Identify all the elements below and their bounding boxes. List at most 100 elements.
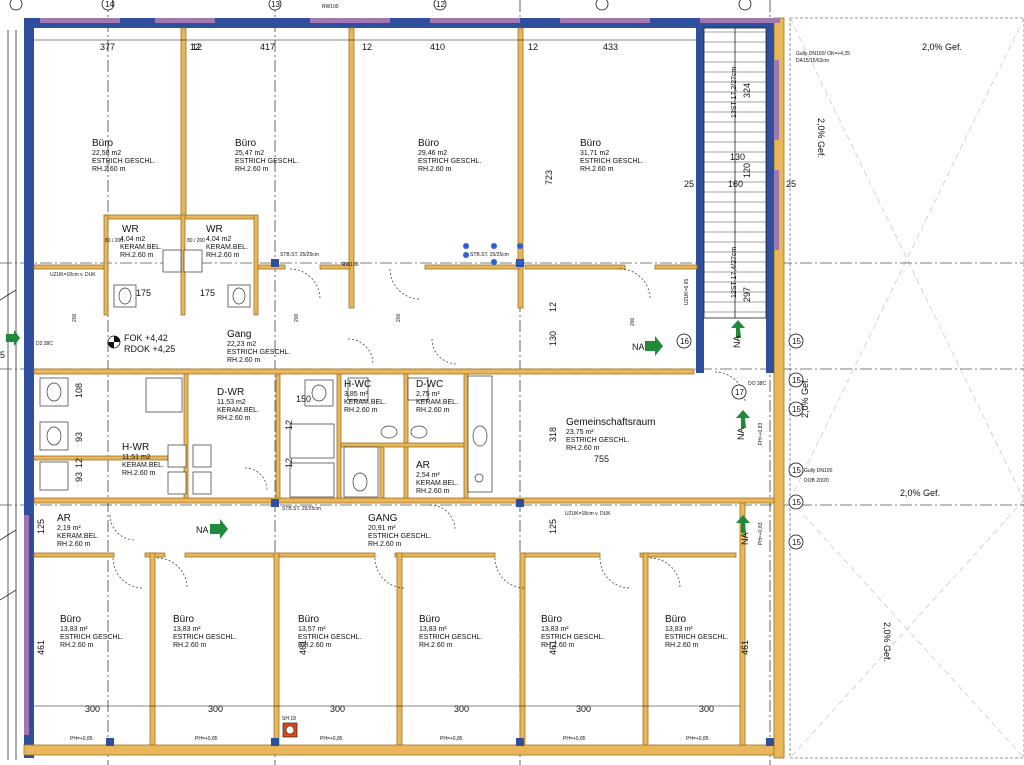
misc-dimensions: 723 318 755 130 12 125 125 461 461 461 4… (36, 42, 796, 655)
room-hwr-area: 11,51 m2 (122, 454, 151, 461)
room-buero-b2-area: 13,83 m² (173, 626, 201, 633)
room-gang-bottom-floor: ESTRICH GESCHL. (368, 533, 431, 540)
level-marker-symbol (107, 335, 121, 349)
room-gang-bottom-area: 20,91 m² (368, 525, 396, 532)
dim-125b: 125 (548, 519, 558, 534)
dim-bottom-4: 300 (576, 704, 591, 714)
parapet-4: PH=+0,85 (440, 736, 463, 742)
uzuk-top-label: UZUK=18cm v. DUK (50, 272, 96, 278)
stbst-label-1: STB.ST. 25/25cm (280, 252, 319, 258)
dim-top-3: 12 (362, 42, 372, 52)
na-label-5: NA (740, 532, 750, 545)
room-gemeinschaft-floor: ESTRICH GESCHL. (566, 437, 629, 444)
gully-mid-label: Gully DN100 (804, 468, 833, 474)
num-5-label: 5 (0, 350, 5, 360)
room-buero4-area: 31,71 m2 (580, 150, 609, 157)
room-buero-b1-name: Büro (60, 614, 82, 625)
room-dwr-floor: KERAM.BEL. (217, 407, 259, 414)
dim-bottom-3: 300 (454, 704, 469, 714)
axis-15-label-5: 15 (792, 498, 801, 507)
room-buero-b2-name: Büro (173, 614, 195, 625)
room-ar-left-name: AR (57, 513, 71, 524)
room-buero-b6-name: Büro (665, 614, 687, 625)
dim-324s: 324 (742, 83, 752, 98)
room-buero-b6-floor: ESTRICH GESCHL. (665, 634, 728, 641)
room-buero3-area: 29,46 m2 (418, 150, 447, 157)
room-buero-b4-floor: ESTRICH GESCHL. (419, 634, 482, 641)
na-label-3: NA (732, 335, 742, 348)
dim-297s: 297 (742, 287, 752, 302)
room-buero2-floor: ESTRICH GESCHL. (235, 158, 298, 165)
sh-symbol (282, 722, 298, 738)
room-ar-left-floor: KERAM.BEL. (57, 533, 99, 540)
axis-16-label: 16 (680, 337, 689, 346)
room-gang-bottom-name: GANG (368, 513, 398, 524)
axis-15-label-2: 15 (792, 376, 801, 385)
annotations: FOK +4,42 RDOK +4,25 STB.ST. 25/25cm STB… (0, 0, 962, 742)
room-buero-b4-name: Büro (419, 614, 441, 625)
room-dwc-height: RH.2.60 m (416, 407, 450, 414)
room-hwr-floor: KERAM.BEL. (122, 462, 164, 469)
parapet-5: PH=+0,85 (563, 736, 586, 742)
axis-15-label-6: 15 (792, 538, 801, 547)
gully-top-label: Gully DN100/ OK=+4,25 (796, 51, 850, 57)
fh-label: FH=+0,83 (758, 423, 764, 445)
uzuk-side-label: UZUK=6,65 (684, 279, 690, 305)
room-buero-b5-height: RH.2.60 m (541, 642, 575, 649)
dim-25a: 25 (684, 179, 694, 189)
axis-15-label-3: 15 (792, 405, 801, 414)
dim-723: 723 (544, 170, 554, 185)
ph-side-label: PH=+0,83 (758, 522, 764, 545)
room-ar-left-area: 2,19 m² (57, 525, 81, 532)
axis-15-label-4: 15 (792, 466, 801, 475)
room-hwc-name: H-WC (344, 379, 371, 390)
selection-handles[interactable] (463, 243, 523, 265)
room-hwc-height: RH.2.60 m (344, 407, 378, 414)
dim-12b: 12 (192, 42, 202, 52)
room-buero-b4-area: 13,83 m² (419, 626, 447, 633)
room-buero3-height: RH.2.60 m (418, 166, 452, 173)
dim-120s: 120 (742, 163, 752, 178)
na-label-2: NA (196, 525, 209, 535)
axis-13-label: 13 (271, 0, 280, 9)
room-ar-left-height: RH.2.60 m (57, 541, 91, 548)
uzuk-bottom-label: UZUK=18cm v. DUK (565, 511, 611, 517)
room-buero2-height: RH.2.60 m (235, 166, 269, 173)
room-buero-b4-height: RH.2.60 m (419, 642, 453, 649)
dim-108: 108 (74, 383, 84, 398)
sanitary-fixtures (39, 249, 493, 498)
room-buero-b6-height: RH.2.60 m (665, 642, 699, 649)
dim-top-5: 12 (528, 42, 538, 52)
dim-bottom-0: 300 (85, 704, 100, 714)
room-buero3-floor: ESTRICH GESCHL. (418, 158, 481, 165)
terrace-area (789, 17, 1024, 759)
room-dwc-area: 2,75 m² (416, 391, 440, 398)
rdok-label: RDOK +4,25 (124, 344, 175, 354)
bottom-dimension-line: 300 300 300 300 300 300 (34, 704, 740, 714)
dim-318: 318 (548, 427, 558, 442)
dim-12c: 12 (74, 458, 84, 468)
dim-125a: 125 (36, 519, 46, 534)
room-gang-top-name: Gang (227, 329, 251, 340)
dim-150: 150 (296, 394, 311, 404)
na-arrows (6, 320, 750, 539)
room-gang-top-height: RH.2.60 m (227, 357, 261, 364)
na-label-4: NA (736, 427, 746, 440)
fok-label: FOK +4,42 (124, 333, 168, 343)
room-gemeinschaft-name: Gemeinschaftsraum (566, 417, 655, 428)
axis-markers (9, 0, 804, 550)
room-dwr-area: 11,53 m2 (217, 399, 246, 406)
room-ar-mid-name: AR (416, 460, 430, 471)
room-buero-b1-height: RH.2.60 m (60, 642, 94, 649)
axis-15-label-1: 15 (792, 337, 801, 346)
axis-17-label: 17 (735, 388, 744, 397)
na-label-1: NA (632, 342, 645, 352)
parapet-1: PH=+0,85 (70, 736, 93, 742)
room-buero2-area: 25,47 m2 (235, 150, 264, 157)
room-hwc-floor: KERAM.BEL. (344, 399, 386, 406)
top-dimension-line: 377 12 417 12 410 12 433 (34, 39, 696, 52)
room-wr2-height: RH.2.60 m (206, 252, 240, 259)
room-gemeinschaft-area: 23,75 m² (566, 429, 594, 436)
dim-461c: 461 (548, 640, 558, 655)
